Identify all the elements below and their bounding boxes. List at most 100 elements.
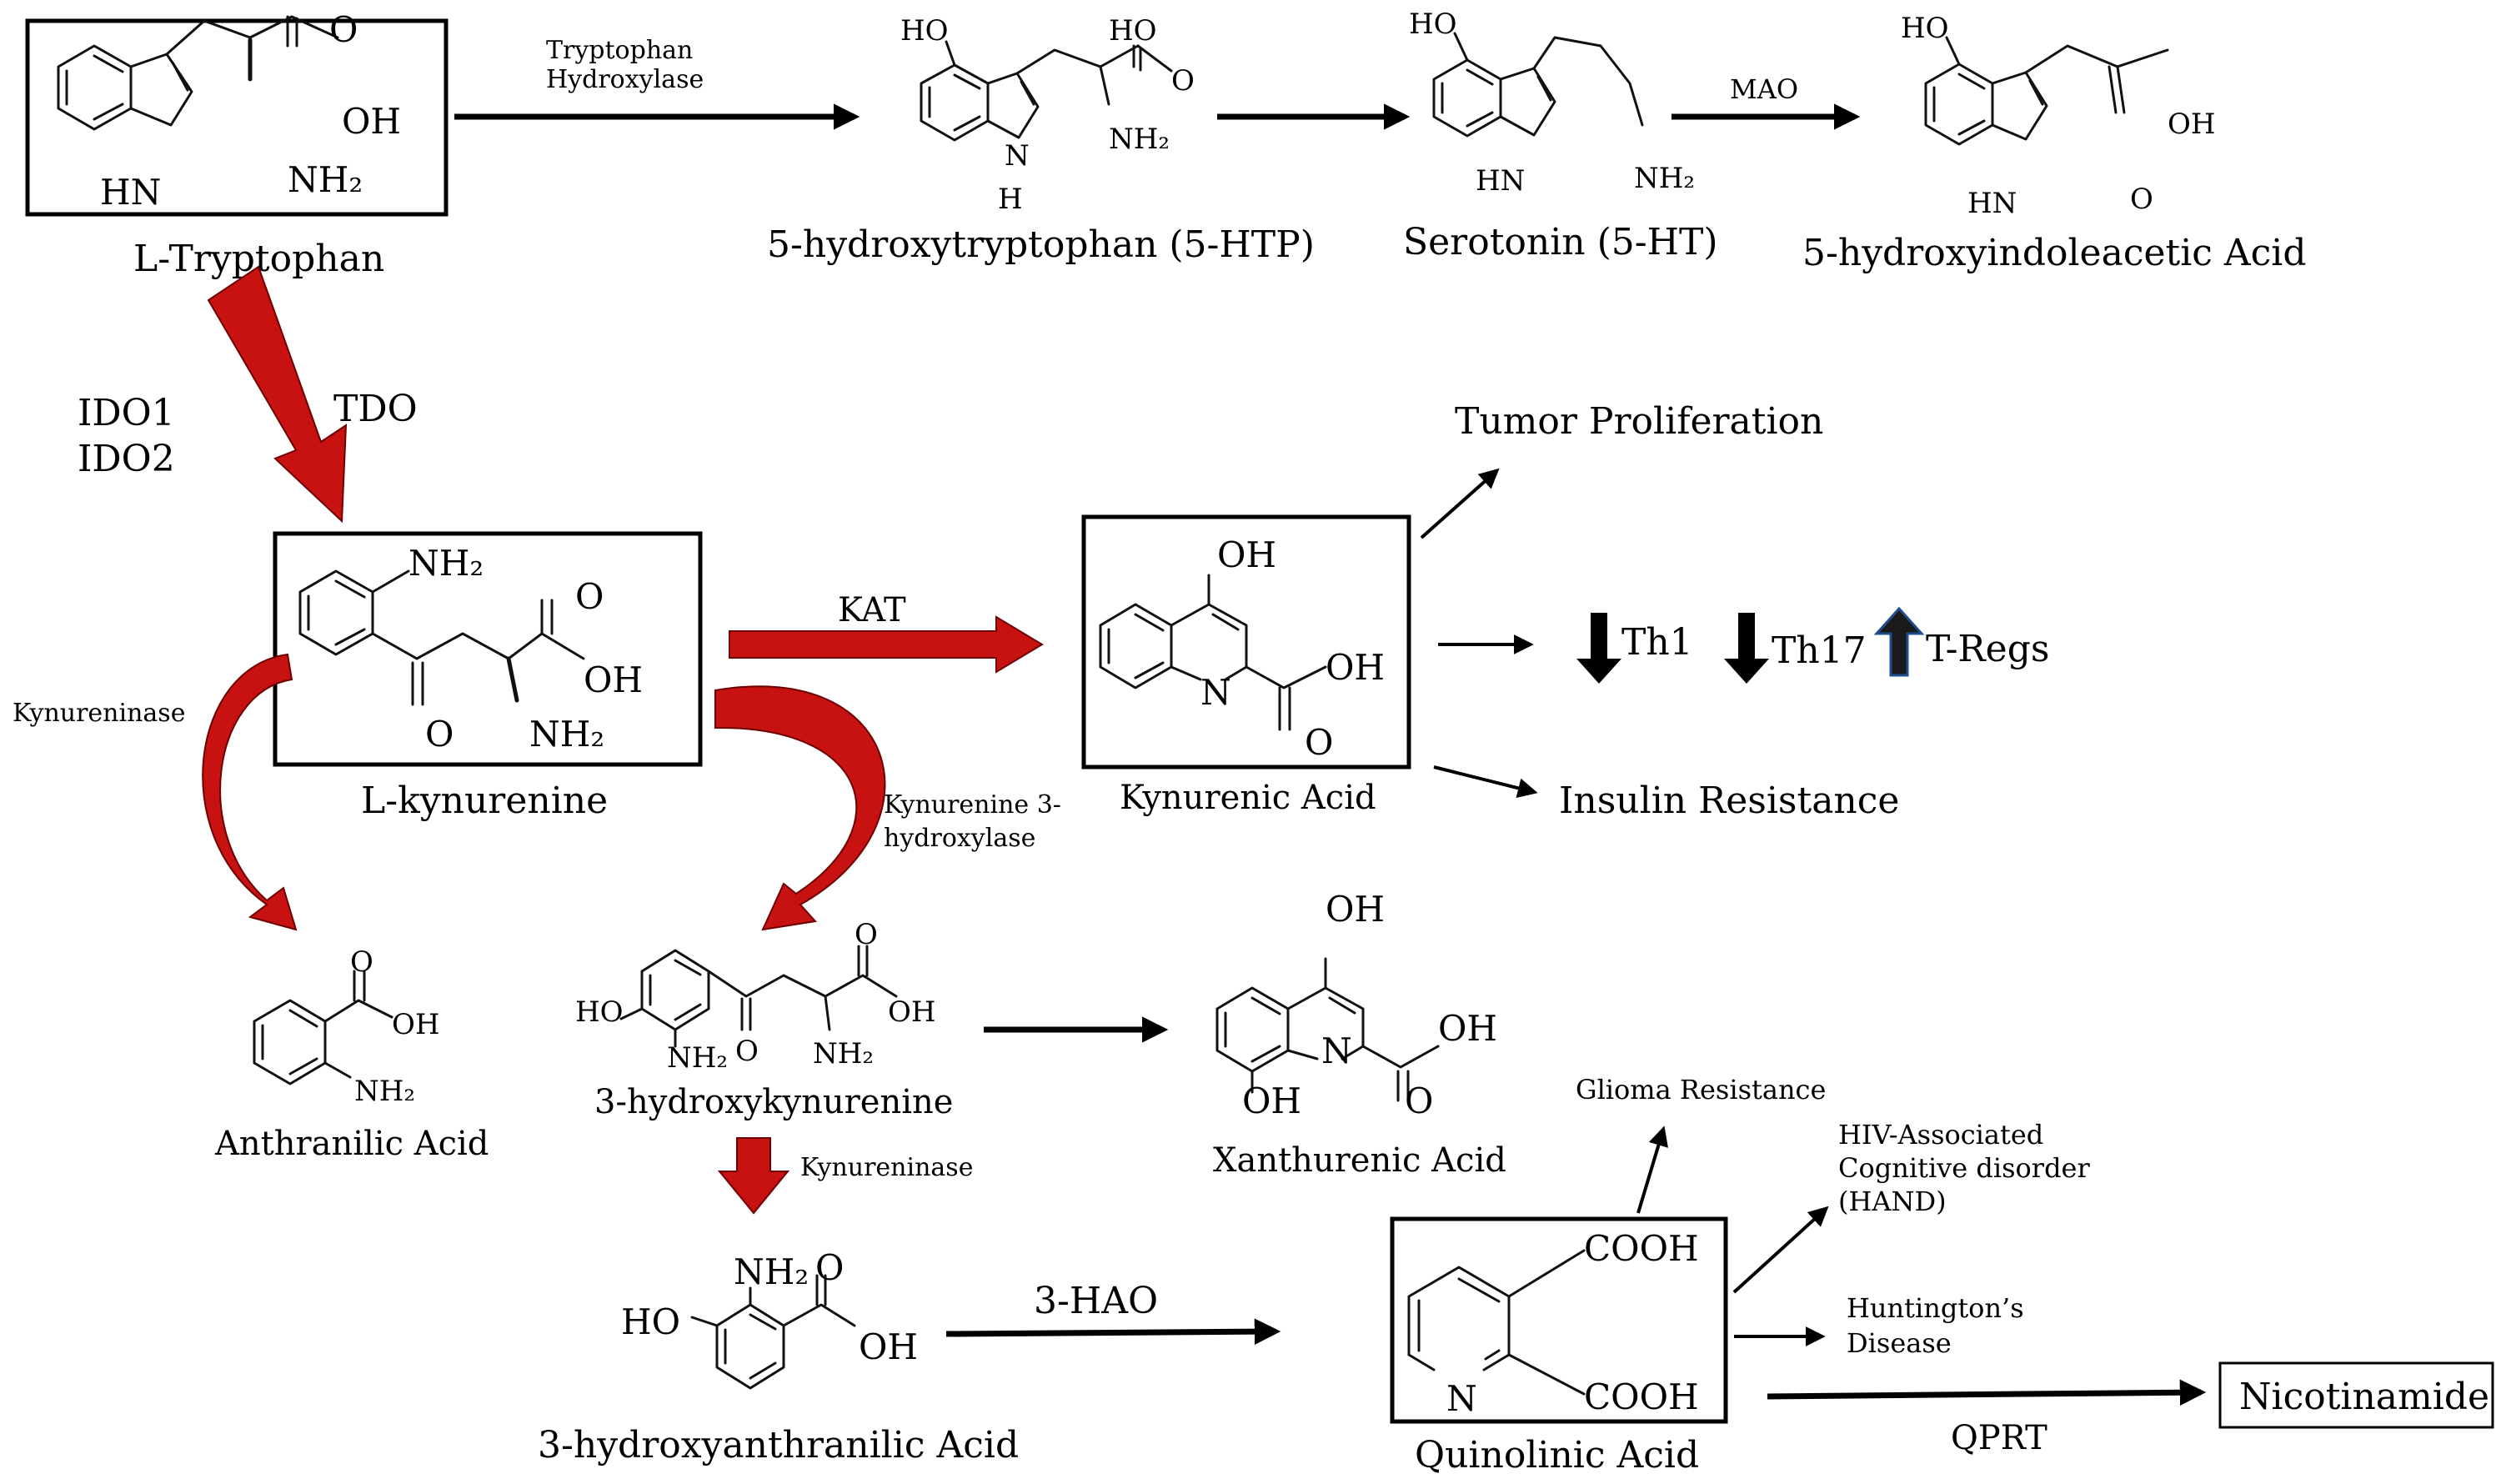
- up-arrow-tregs: [1873, 606, 1925, 677]
- atom-nh2: NH₂: [734, 1251, 809, 1292]
- label-5-htp: 5-hydroxytryptophan (5-HTP): [767, 223, 1315, 266]
- quinolinic-box: [1390, 1216, 1728, 1424]
- label-ido2: IDO2: [78, 438, 175, 480]
- down-arrow-th17: [1724, 613, 1769, 684]
- kynurenic-acid: OH N OH O: [1081, 514, 1411, 770]
- atom-oh: OH: [1242, 1080, 1301, 1121]
- kynurenic-structure: [1099, 574, 1327, 731]
- label-t-regs: T-Regs: [1926, 628, 2049, 670]
- label-kmo-1: Kynurenine 3-: [884, 790, 1061, 820]
- 3haa-structure: HO NH₂ O OH: [621, 1247, 918, 1390]
- red-arrow-ido-tdo: [207, 265, 348, 524]
- label-serotonin: Serotonin (5-HT): [1403, 221, 1718, 263]
- arrow-to-hand: [1732, 1206, 1829, 1294]
- atom-nh2: NH₂: [1109, 123, 1170, 156]
- atom-cooh: COOH: [1584, 1376, 1699, 1417]
- tryptophan-structure: [57, 15, 339, 131]
- arrow-to-nicotinamide: [1767, 1379, 2207, 1406]
- label-kmo-2: hydroxylase: [884, 824, 1035, 853]
- label-3-hydroxyanthranilic-acid: 3-hydroxyanthranilic Acid: [538, 1424, 1019, 1466]
- label-nicotinamide: Nicotinamide: [2239, 1376, 2489, 1418]
- label-anthranilic-acid: Anthranilic Acid: [214, 1125, 489, 1163]
- atom-oh: OH: [342, 101, 401, 142]
- kynurenine-structure: [298, 569, 585, 706]
- atom-o: O: [1305, 722, 1333, 763]
- label-kynureninase-mid: Kynureninase: [800, 1153, 973, 1182]
- label-ido1: IDO1: [78, 392, 175, 434]
- atom-ho: HO: [1409, 8, 1457, 41]
- tryptophan-box: [25, 18, 449, 217]
- quinolinic-structure: [1407, 1249, 1586, 1396]
- label-kat: KAT: [838, 591, 906, 629]
- kynurenine-box: [273, 531, 703, 767]
- label-glioma-resistance: Glioma Resistance: [1576, 1074, 1826, 1105]
- nicotinamide-box: [2218, 1361, 2494, 1429]
- atom-nh2: NH₂: [529, 714, 604, 755]
- label-tryptophan-hydroxylase-1: Tryptophan: [546, 36, 693, 65]
- l-tryptophan: O OH HN NH₂: [25, 9, 449, 217]
- atom-ho: HO: [575, 995, 624, 1029]
- label-tumor-proliferation: Tumor Proliferation: [1455, 400, 1823, 443]
- arrow-to-glioma: [1636, 1126, 1668, 1214]
- label-3-hydroxykynurenine: 3-hydroxykynurenine: [594, 1083, 953, 1121]
- atom-ho: HO: [621, 1301, 680, 1342]
- atom-o: O: [575, 576, 604, 617]
- atom-o: O: [855, 918, 878, 951]
- atom-o: O: [425, 714, 454, 755]
- atom-hn: HN: [1476, 164, 1525, 198]
- atom-oh: OH: [1326, 889, 1385, 930]
- atom-oh: OH: [1438, 1008, 1497, 1049]
- atom-nh2: NH₂: [667, 1041, 728, 1075]
- label-insulin-resistance: Insulin Resistance: [1559, 780, 1899, 822]
- label-huntingtons-2: Disease: [1847, 1327, 1952, 1359]
- atom-o: O: [2130, 183, 2153, 216]
- label-l-kynurenine: L-kynurenine: [361, 780, 608, 822]
- atom-o: O: [350, 945, 373, 979]
- atom-nh2: NH₂: [354, 1075, 415, 1108]
- serotonin-structure: HO NH₂ HN: [1409, 8, 1695, 198]
- atom-n: N: [1446, 1378, 1477, 1419]
- label-mao: MAO: [1730, 73, 1798, 105]
- atom-o: O: [1171, 64, 1195, 98]
- atom-o: O: [815, 1247, 844, 1288]
- atom-n: N: [1321, 1030, 1352, 1071]
- label-xanthurenic-acid: Xanthurenic Acid: [1213, 1141, 1506, 1180]
- label-hand-2: Cognitive disorder: [1838, 1152, 2090, 1184]
- arrow-to-tumor: [1420, 468, 1500, 539]
- label-th17: Th17: [1772, 629, 1867, 672]
- atom-oh: OH: [584, 659, 643, 700]
- l-kynurenine: NH₂ O OH O NH₂: [273, 531, 703, 767]
- label-kynureninase-left: Kynureninase: [13, 699, 185, 728]
- atom-oh: OH: [392, 1008, 440, 1041]
- atom-o: O: [329, 9, 358, 50]
- down-arrow-th1: [1576, 613, 1621, 684]
- anthranilic-structure: O OH NH₂: [253, 945, 440, 1108]
- label-kynurenic-acid: Kynurenic Acid: [1120, 779, 1376, 817]
- 5-htp-structure: HO HO O NH₂ N H: [900, 14, 1195, 216]
- red-arrow-kmo: [714, 685, 886, 931]
- atom-oh: OH: [2168, 108, 2216, 141]
- hiaa-structure: HO OH O OH O HN: [1901, 12, 2216, 220]
- label-qprt: QPRT: [1951, 1419, 2047, 1457]
- label-tdo: TDO: [333, 388, 418, 430]
- atom-nh2: NH₂: [813, 1037, 874, 1070]
- atom-oh: OH: [1326, 647, 1385, 688]
- atom-h: H: [998, 183, 1023, 216]
- atom-ho: HO: [900, 14, 949, 48]
- label-3-hao: 3-HAO: [1034, 1280, 1158, 1322]
- label-tryptophan-hydroxylase-2: Hydroxylase: [546, 65, 704, 94]
- label-hand-3: (HAND): [1838, 1186, 1947, 1217]
- label-hand-1: HIV-Associated: [1838, 1119, 2043, 1151]
- label-huntingtons-1: Huntington’s: [1847, 1292, 2024, 1324]
- atom-oh: OH: [1217, 534, 1276, 575]
- arrow-to-insulin: [1433, 765, 1538, 798]
- label-th1: Th1: [1621, 621, 1693, 664]
- xanthurenic-structure: OH N OH OH O: [1215, 889, 1497, 1121]
- red-arrow-kat: [729, 615, 1044, 674]
- atom-o: O: [735, 1035, 759, 1068]
- quinolinic-acid: COOH COOH N: [1390, 1216, 1728, 1424]
- red-arrow-kynureninase-left: [202, 653, 298, 931]
- 3hk-structure: HO NH₂ O NH₂ O OH: [575, 918, 936, 1075]
- atom-nh2: NH₂: [408, 543, 484, 584]
